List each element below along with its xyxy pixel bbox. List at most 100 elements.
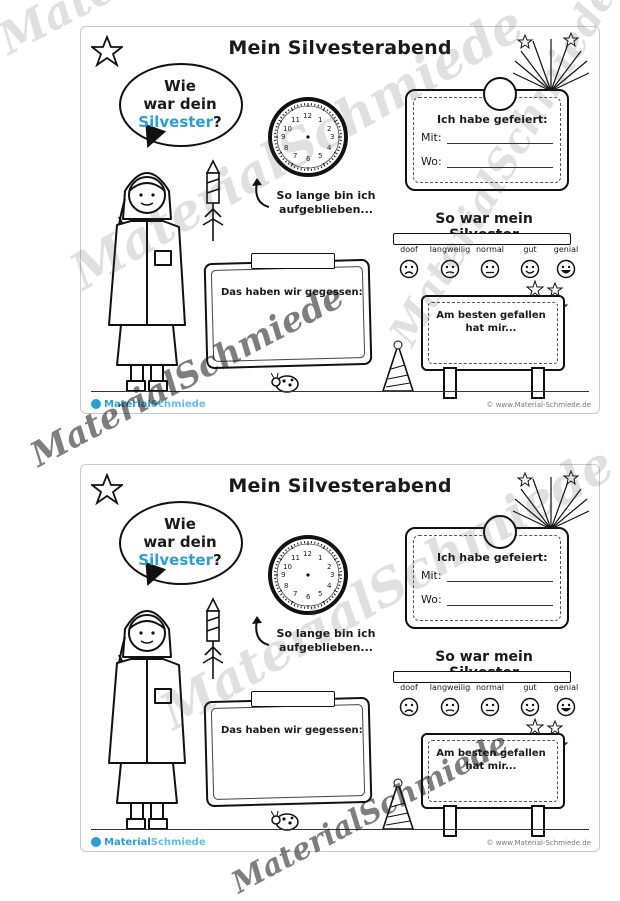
celebration-heading: Ich habe gefeiert: — [437, 113, 548, 126]
clock-number-3: 3 — [330, 571, 334, 579]
girl-illustration — [95, 593, 199, 833]
bubble-line2: war dein — [119, 533, 241, 551]
brand-prefix: Material — [104, 399, 151, 410]
brand-suffix: Schmiede — [151, 399, 206, 410]
where-label: Wo: — [421, 155, 442, 168]
clock-number-7: 7 — [293, 590, 297, 598]
sign-post-left — [443, 367, 457, 399]
brand-logo: MaterialSchmiede — [91, 837, 206, 848]
favorite-label: Am besten gefallen hat mir... — [431, 309, 551, 335]
ribbon-icon — [251, 691, 335, 707]
favorite-label: Am besten gefallen hat mir... — [431, 747, 551, 773]
party-hat-icon — [381, 339, 415, 395]
food-box — [204, 259, 373, 369]
pin-icon — [483, 515, 517, 549]
clock-number-2: 2 — [327, 563, 331, 571]
clock-number-4: 4 — [327, 144, 331, 152]
face-genial-icon[interactable] — [556, 259, 576, 279]
clock-number-10: 10 — [283, 563, 292, 571]
with-label: Mit: — [421, 131, 442, 144]
brand-logo: MaterialSchmiede — [91, 399, 206, 410]
bubble-highlight: Silvester — [138, 551, 213, 569]
clock-number-9: 9 — [281, 133, 285, 141]
clock-number-12: 12 — [303, 550, 312, 558]
clock-number-1: 1 — [318, 554, 322, 562]
party-hat-icon — [381, 777, 415, 833]
clock-number-7: 7 — [293, 152, 297, 160]
celebration-heading: Ich habe gefeiert: — [437, 551, 548, 564]
face-genial-icon[interactable] — [556, 697, 576, 717]
face-normal-icon[interactable] — [480, 259, 500, 279]
girl-illustration — [95, 155, 199, 395]
speech-bubble-text: Wie war dein Silvester? — [119, 515, 241, 569]
clock-number-12: 12 — [303, 112, 312, 120]
speech-bubble-text: Wie war dein Silvester? — [119, 77, 241, 131]
clock-number-9: 9 — [281, 571, 285, 579]
face-langweilig-icon[interactable] — [440, 697, 460, 717]
ladybug-icon — [271, 809, 301, 831]
bubble-highlight: Silvester — [138, 113, 213, 131]
worksheet-bottom: Mein Silvesterabend Wie war dein Silvest… — [80, 464, 600, 852]
where-field[interactable] — [447, 605, 553, 606]
rating-bar[interactable] — [393, 671, 571, 683]
star-icon — [91, 473, 123, 505]
clock-number-1: 1 — [318, 116, 322, 124]
copyright: © www.Material-Schmiede.de — [487, 839, 591, 847]
face-doof-icon[interactable] — [399, 259, 419, 279]
ribbon-icon — [251, 253, 335, 269]
fireworks-icon — [511, 469, 591, 533]
clock-numbers: 12 1 2 3 4 5 6 7 8 9 10 11 — [266, 95, 350, 179]
clock-number-11: 11 — [291, 116, 300, 124]
clock-numbers: 12 1 2 3 4 5 6 7 8 9 10 11 — [266, 533, 350, 617]
face-gut-icon[interactable] — [520, 259, 540, 279]
clock-number-2: 2 — [327, 125, 331, 133]
bubble-punct: ? — [213, 551, 222, 569]
where-label: Wo: — [421, 593, 442, 606]
face-doof-icon[interactable] — [399, 697, 419, 717]
face-gut-icon[interactable] — [520, 697, 540, 717]
with-field[interactable] — [447, 143, 553, 144]
copyright: © www.Material-Schmiede.de — [487, 401, 591, 409]
clock-number-10: 10 — [283, 125, 292, 133]
worksheet-top: Mein Silvesterabend Wie war dein Silvest… — [80, 26, 600, 414]
with-label: Mit: — [421, 569, 442, 582]
rating-bar[interactable] — [393, 233, 571, 245]
clock-number-5: 5 — [318, 590, 322, 598]
clock-number-6: 6 — [306, 155, 310, 163]
food-label: Das haben wir gegessen: — [221, 287, 363, 298]
where-field[interactable] — [447, 167, 553, 168]
bubble-punct: ? — [213, 113, 222, 131]
with-field[interactable] — [447, 581, 553, 582]
sign-post-left — [443, 805, 457, 837]
brand-icon — [91, 399, 101, 409]
ground-line — [91, 391, 589, 392]
bubble-line2: war dein — [119, 95, 241, 113]
rating-label-genial: genial — [541, 683, 591, 692]
star-icon — [91, 35, 123, 67]
clock-number-8: 8 — [284, 144, 288, 152]
rating-label-genial: genial — [541, 245, 591, 254]
sign-post-right — [531, 805, 545, 837]
clock-caption: So lange bin ich aufgeblieben... — [271, 189, 381, 217]
rocket-icon — [199, 159, 227, 243]
bubble-line1: Wie — [119, 77, 241, 95]
food-box — [204, 697, 373, 807]
ladybug-icon — [271, 371, 301, 393]
clock-number-5: 5 — [318, 152, 322, 160]
food-label: Das haben wir gegessen: — [221, 725, 363, 736]
pin-icon — [483, 77, 517, 111]
face-langweilig-icon[interactable] — [440, 259, 460, 279]
ground-line — [91, 829, 589, 830]
rocket-icon — [199, 597, 227, 681]
clock-number-11: 11 — [291, 554, 300, 562]
fireworks-icon — [511, 31, 591, 95]
face-normal-icon[interactable] — [480, 697, 500, 717]
bubble-line1: Wie — [119, 515, 241, 533]
clock-number-6: 6 — [306, 593, 310, 601]
clock-number-8: 8 — [284, 582, 288, 590]
brand-prefix: Material — [104, 837, 151, 848]
brand-suffix: Schmiede — [151, 837, 206, 848]
clock-caption: So lange bin ich aufgeblieben... — [271, 627, 381, 655]
clock-number-4: 4 — [327, 582, 331, 590]
clock-number-3: 3 — [330, 133, 334, 141]
